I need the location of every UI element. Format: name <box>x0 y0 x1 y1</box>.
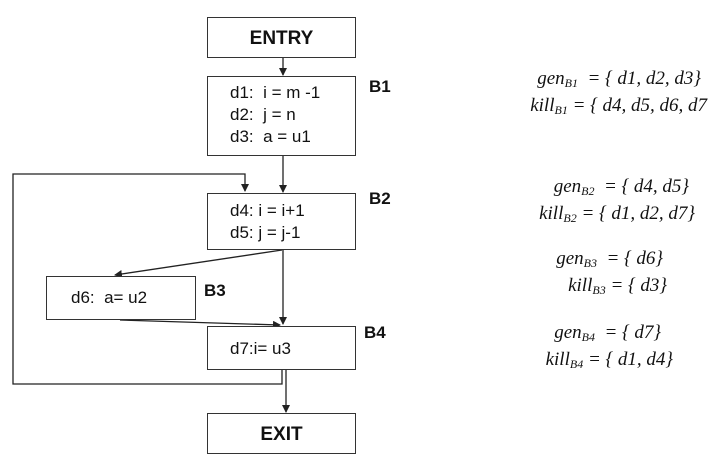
eq-sub: B4 <box>569 357 584 371</box>
block-b3-label: B3 <box>204 281 226 300</box>
b4-stmt-d7: d7:i= u3 <box>230 339 291 358</box>
eq-sub: B1 <box>564 76 578 90</box>
eq-sub: B2 <box>563 211 577 225</box>
gen-b3-equation: genB3 = { d6} <box>556 248 663 271</box>
b1-stmt-d1: d1: i = m -1 <box>230 83 321 102</box>
eq-name: kill <box>539 203 564 224</box>
gen-b1-equation: genB1 = { d1, d2, d3} <box>537 68 701 91</box>
entry-label: ENTRY <box>249 28 314 49</box>
eq-set: = { d1, d2, d3} <box>587 68 701 89</box>
exit-node: EXIT <box>207 413 356 454</box>
eq-name: gen <box>554 322 582 343</box>
b2-stmt-d5: d5: j = j-1 <box>230 223 301 242</box>
eq-set: = { d7} <box>604 322 661 343</box>
eq-sub: B1 <box>554 103 568 117</box>
b3-stmt-d6: d6: a= u2 <box>71 288 148 307</box>
eq-sub: B2 <box>581 184 595 198</box>
block-b4-label: B4 <box>364 323 386 342</box>
eq-name: kill <box>530 95 555 116</box>
eq-sub: B4 <box>581 330 595 344</box>
gen-b4-equation: genB4 = { d7} <box>554 322 661 345</box>
kill-b4-equation: killB4 = { d1, d4} <box>546 349 673 372</box>
exit-label: EXIT <box>260 424 303 445</box>
block-b4: d7:i= u3 <box>207 326 356 370</box>
eq-set: = { d4, d5} <box>603 176 689 197</box>
eq-name: gen <box>553 176 582 197</box>
edge-b2-b3 <box>114 249 283 278</box>
b2-stmt-d4: d4: i = i+1 <box>230 201 305 220</box>
block-b2: d4: i = i+1 d5: j = j-1 <box>207 193 356 250</box>
edge-b4-b2-back <box>12 173 283 385</box>
eq-name: kill <box>568 275 593 296</box>
edge-b3-b4 <box>119 319 281 329</box>
eq-set: = { d6} <box>606 248 663 269</box>
kill-b1-equation: killB1 = { d4, d5, d6, d7 <box>530 95 707 118</box>
block-b1: d1: i = m -1 d2: j = n d3: a = u1 <box>207 76 356 156</box>
eq-set: = { d1, d4} <box>587 349 673 370</box>
block-b1-label: B1 <box>369 77 391 96</box>
kill-b3-equation: killB3 = { d3} <box>568 275 667 298</box>
eq-name: gen <box>537 68 565 89</box>
b1-stmt-d3: d3: a = u1 <box>230 127 311 146</box>
block-b2-label: B2 <box>369 189 391 208</box>
block-b3: d6: a= u2 <box>46 276 196 320</box>
eq-set: = { d3} <box>610 275 667 296</box>
eq-sub: B3 <box>592 283 606 297</box>
entry-node: ENTRY <box>207 17 356 58</box>
b1-stmt-d2: d2: j = n <box>230 105 296 124</box>
eq-name: kill <box>545 349 570 370</box>
eq-set: = { d1, d2, d7} <box>581 203 695 224</box>
eq-name: gen <box>556 248 584 269</box>
gen-b2-equation: genB2 = { d4, d5} <box>554 176 689 199</box>
eq-set: = { d4, d5, d6, d7 <box>572 95 707 116</box>
kill-b2-equation: killB2 = { d1, d2, d7} <box>539 203 695 226</box>
eq-sub: B3 <box>583 256 597 270</box>
